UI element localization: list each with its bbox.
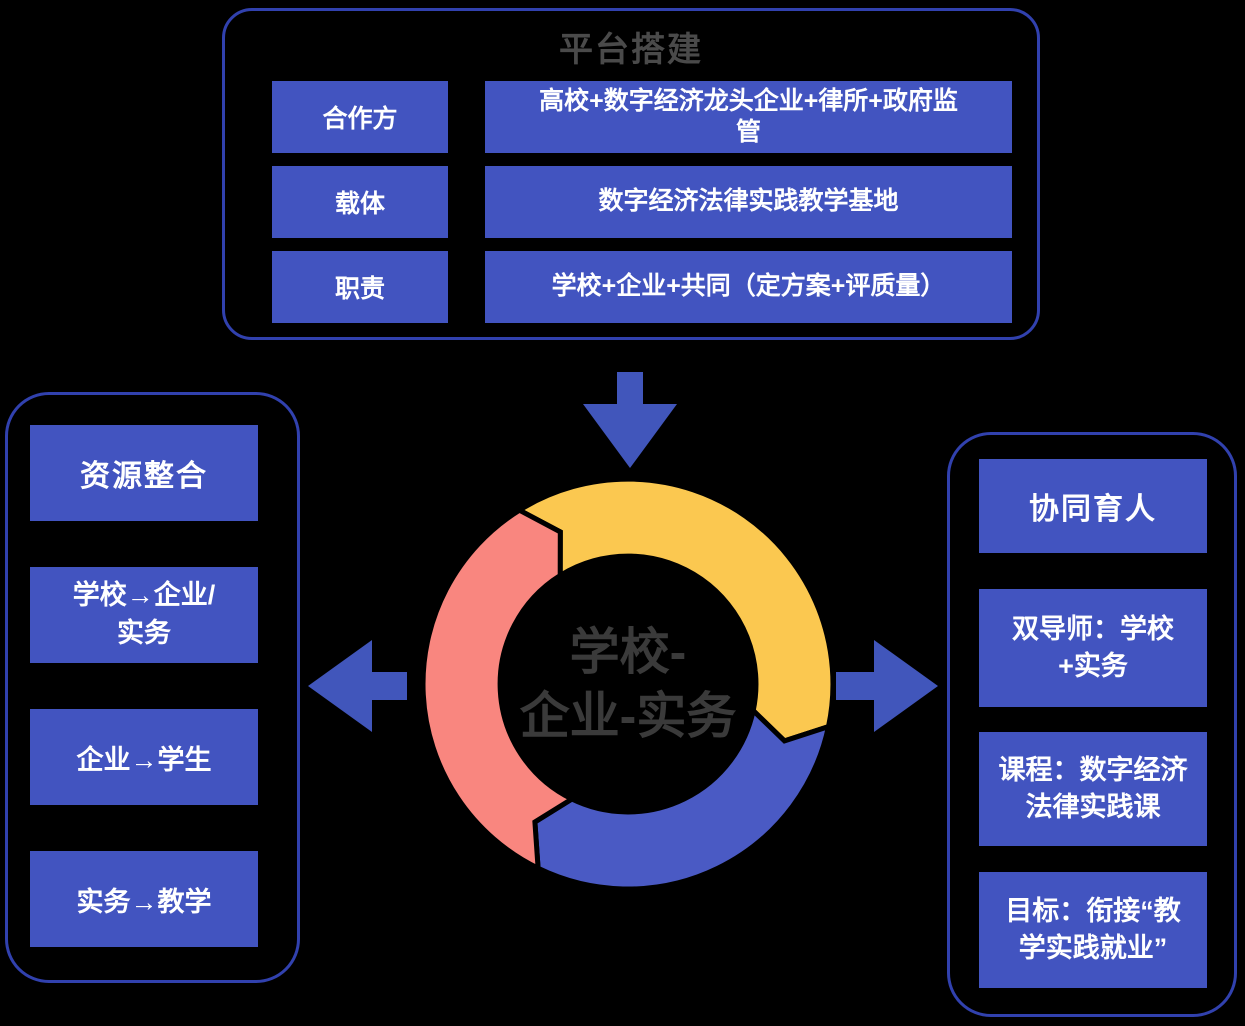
education-item-course: 课程：数字经济法律实践课	[979, 732, 1207, 846]
cycle-center-label: 学校- 企业-实务	[520, 620, 737, 748]
education-item-goal: 目标：衔接“教学实践就业”	[979, 872, 1207, 988]
resource-panel-title: 资源整合	[30, 425, 258, 521]
platform-panel	[222, 8, 1040, 340]
platform-row-label-duties: 职责	[272, 251, 448, 323]
education-panel	[947, 432, 1237, 1017]
resource-item-school-to-enterprise: 学校→企业/实务	[30, 567, 258, 663]
resource-item-enterprise-to-student: 企业→学生	[30, 709, 258, 805]
education-panel-title: 协同育人	[979, 459, 1207, 553]
donut-segment-yellow	[514, 476, 836, 744]
platform-panel-title: 平台搭建	[559, 31, 703, 69]
platform-row-content-partners-text: 高校+数字经济龙头企业+律所+政府监管	[539, 86, 958, 146]
donut-segment-blue	[532, 705, 832, 892]
resource-panel	[5, 392, 300, 983]
donut-segment-red	[420, 507, 578, 873]
arrow-right-icon	[836, 640, 938, 732]
arrow-down-icon	[583, 372, 677, 468]
platform-row-content-duties: 学校+企业+共同（定方案+评质量）	[485, 251, 1012, 323]
platform-row-label-carrier: 载体	[272, 166, 448, 238]
platform-row-content-partners: 高校+数字经济龙头企业+律所+政府监管	[485, 81, 1012, 153]
education-item-dual-mentor: 双导师：学校+实务	[979, 589, 1207, 707]
arrow-left-icon	[308, 640, 407, 732]
platform-row-content-carrier: 数字经济法律实践教学基地	[485, 166, 1012, 238]
cycle-center-line1: 学校-	[569, 624, 687, 680]
cycle-center-line2: 企业-实务	[519, 688, 737, 744]
resource-item-practice-to-teaching: 实务→教学	[30, 851, 258, 947]
platform-row-label-partners: 合作方	[272, 81, 448, 153]
